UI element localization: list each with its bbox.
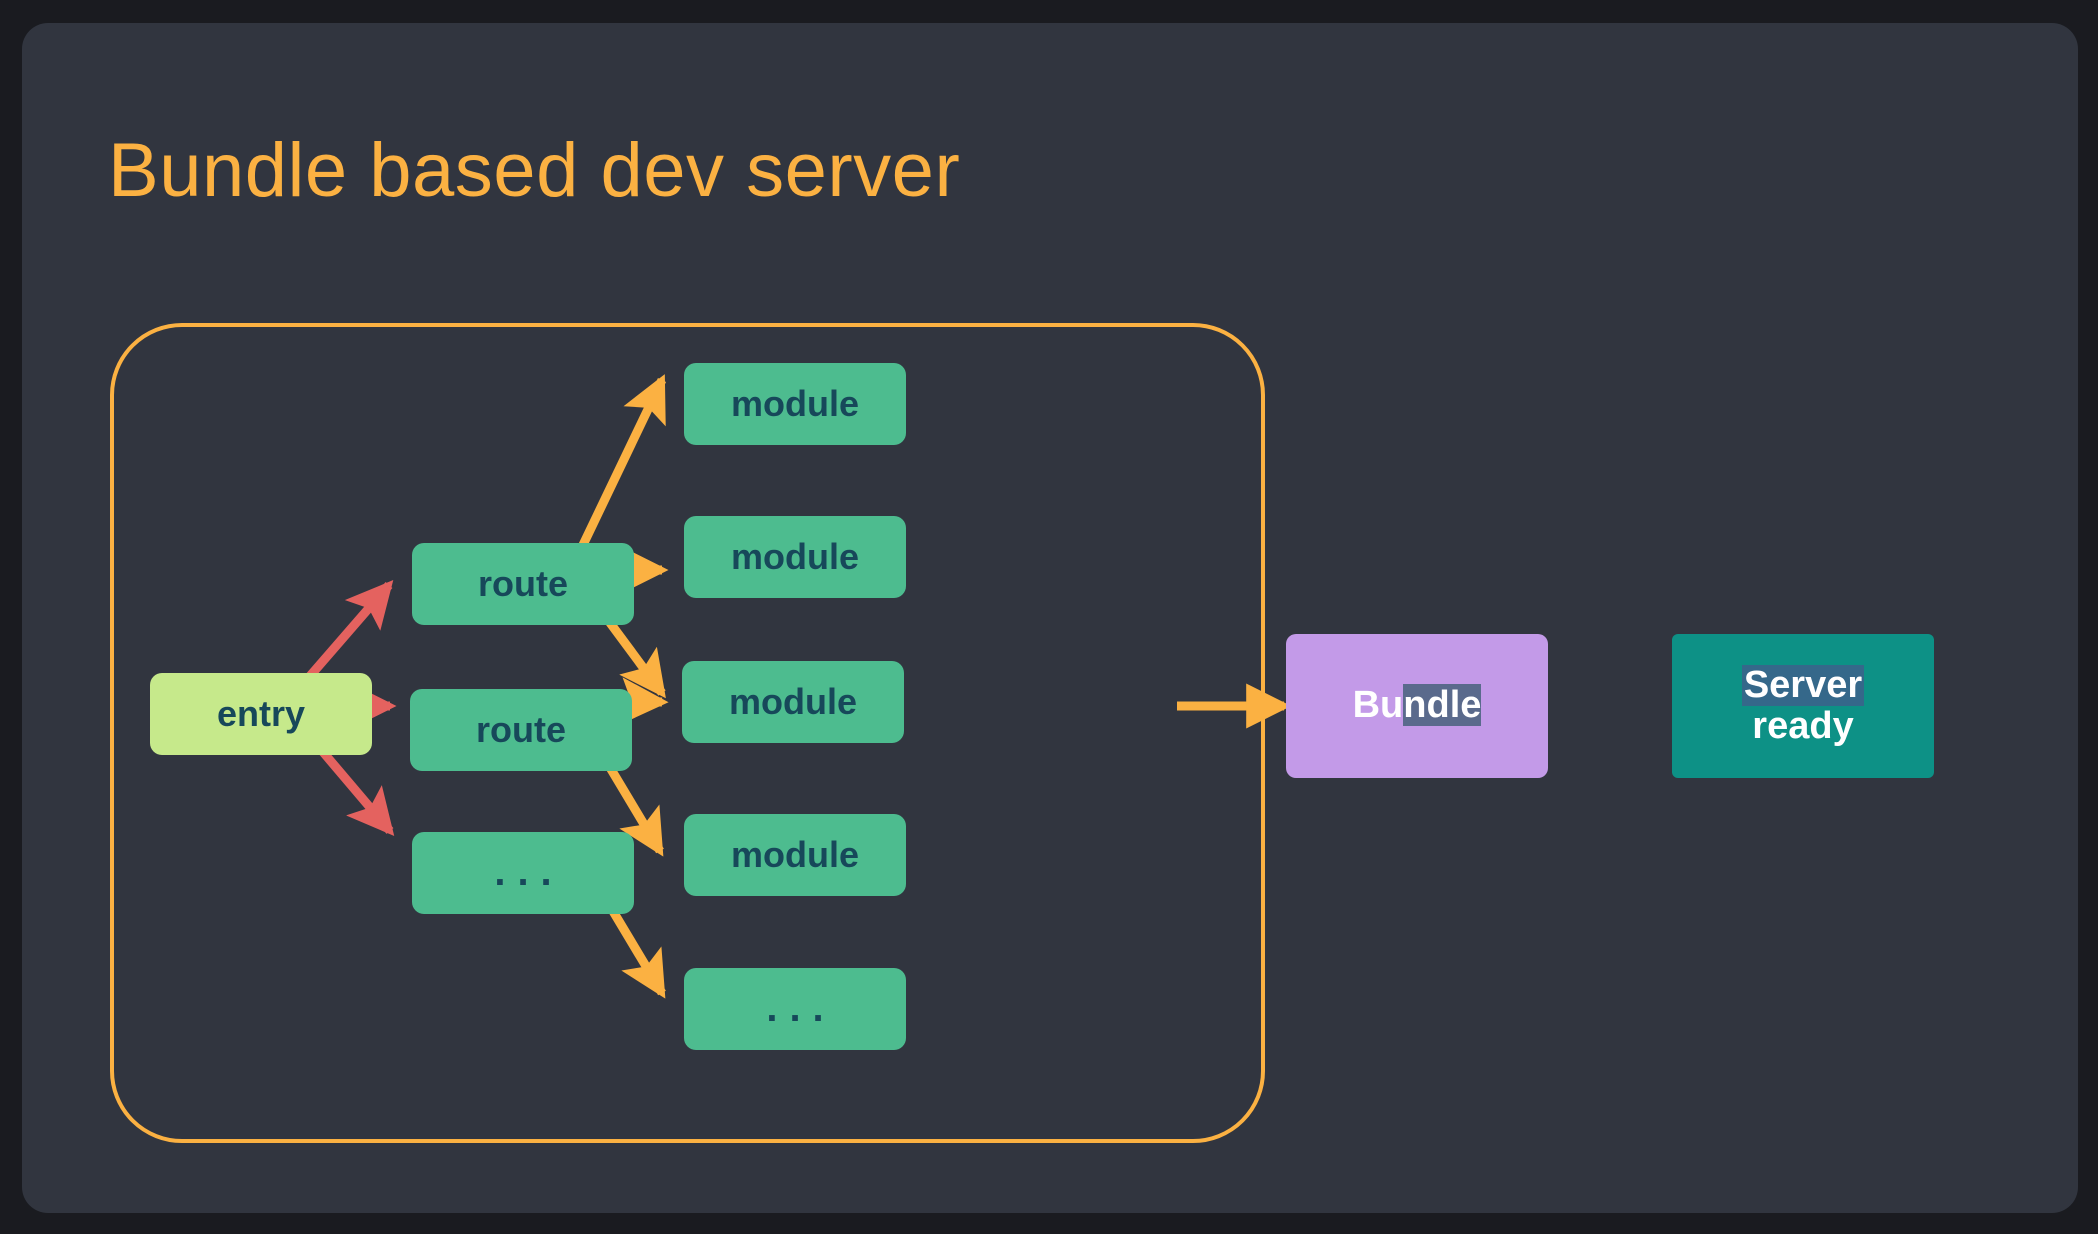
node-route-1[interactable]: route xyxy=(412,543,634,625)
node-module-4-label: module xyxy=(730,833,859,875)
node-server-line-1: Server xyxy=(1741,663,1865,706)
node-server-line-2: ready xyxy=(1752,705,1854,747)
node-bundle-text-selected: ndle xyxy=(1403,684,1482,727)
node-module-3[interactable]: module xyxy=(682,661,904,743)
node-module-5-ellipsis[interactable]: ... xyxy=(684,968,906,1050)
node-module-2-label: module xyxy=(730,535,859,577)
node-entry-label: entry xyxy=(216,692,306,734)
node-module-4[interactable]: module xyxy=(684,814,906,896)
bundle-graph-region xyxy=(110,323,1265,1143)
node-route-2-label: route xyxy=(476,708,566,750)
node-module-5-label: ... xyxy=(766,986,836,1031)
slide-panel: Bundle based dev server xyxy=(22,23,2078,1213)
node-bundle-label: Bundle xyxy=(1352,684,1482,727)
node-module-1[interactable]: module xyxy=(684,363,906,445)
node-route-3-label: ... xyxy=(494,850,564,895)
node-route-1-label: route xyxy=(478,562,568,604)
page-title: Bundle based dev server xyxy=(108,128,961,213)
node-route-3-ellipsis[interactable]: ... xyxy=(412,832,634,914)
node-bundle-text-plain: Bu xyxy=(1352,684,1404,727)
node-route-2[interactable]: route xyxy=(410,689,632,771)
node-bundle[interactable]: Bundle xyxy=(1286,634,1548,778)
node-module-3-label: module xyxy=(728,680,857,722)
node-server-ready[interactable]: Server ready xyxy=(1672,634,1934,778)
node-module-1-label: module xyxy=(730,382,859,424)
node-module-2[interactable]: module xyxy=(684,516,906,598)
node-entry[interactable]: entry xyxy=(150,673,372,755)
